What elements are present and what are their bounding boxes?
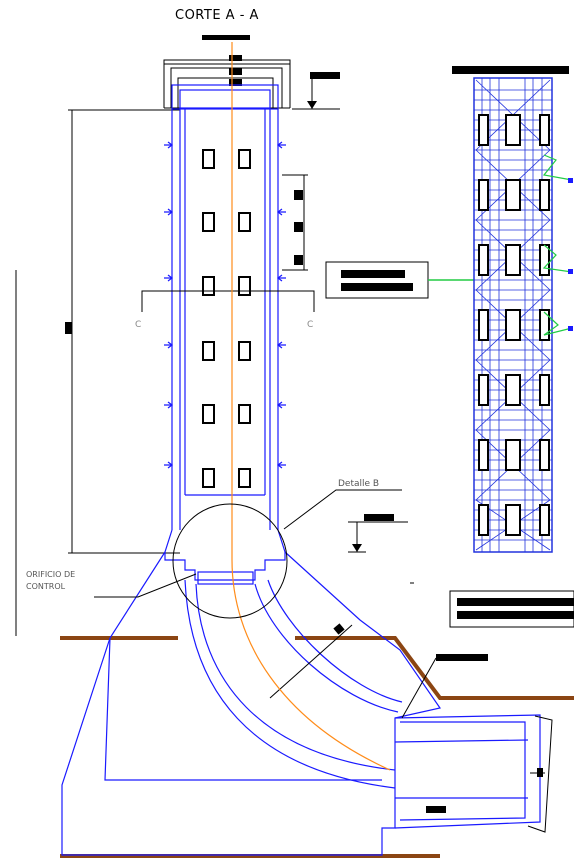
spacing-tag-1 [294, 190, 303, 200]
top-dim-tag-1 [229, 55, 242, 61]
tower-ribs [164, 141, 286, 469]
top-dimensions [163, 59, 291, 109]
drawing-title: CORTE A - A [175, 8, 259, 23]
spacing-tag-3 [294, 255, 303, 265]
top-dim-tag-3 [229, 79, 242, 86]
section-marker-left: C [135, 320, 142, 330]
detail-callout-box [325, 261, 478, 299]
spacing-tag-2 [294, 222, 303, 232]
legend-box [449, 590, 574, 628]
detail-b-circle [172, 503, 288, 619]
orifice-leader [94, 573, 197, 598]
center-axis [231, 42, 391, 771]
tower-height-dimension [68, 109, 180, 554]
orifice-label-line-2: CONTROL [26, 582, 66, 591]
tower-shaft [164, 84, 286, 585]
outlet-leader [401, 654, 488, 719]
bottom-tag [426, 806, 446, 813]
top-level-marker [292, 72, 340, 110]
elbow-radius-line [269, 624, 353, 699]
top-dim-tag-2 [229, 68, 242, 75]
orifice-label: ORIFICIO DE CONTROL [26, 569, 75, 593]
detail-b-leader [283, 489, 402, 530]
rebar-detail [452, 66, 573, 553]
tower-openings [202, 149, 251, 488]
outlet-tag [537, 768, 543, 777]
elbow-radius-tag [333, 623, 345, 635]
title-marker [202, 35, 250, 40]
section-marker-right: C [307, 320, 314, 330]
detail-b-label: Detalle B [338, 479, 380, 489]
opening-spacing-dimension [282, 174, 308, 271]
elbow-structure [61, 551, 541, 856]
lower-level-marker [348, 514, 408, 553]
terrain [60, 636, 574, 858]
orifice-label-line-1: ORIFICIO DE [26, 570, 76, 579]
tower-height-tag [65, 322, 72, 334]
section-line-c [141, 290, 315, 312]
